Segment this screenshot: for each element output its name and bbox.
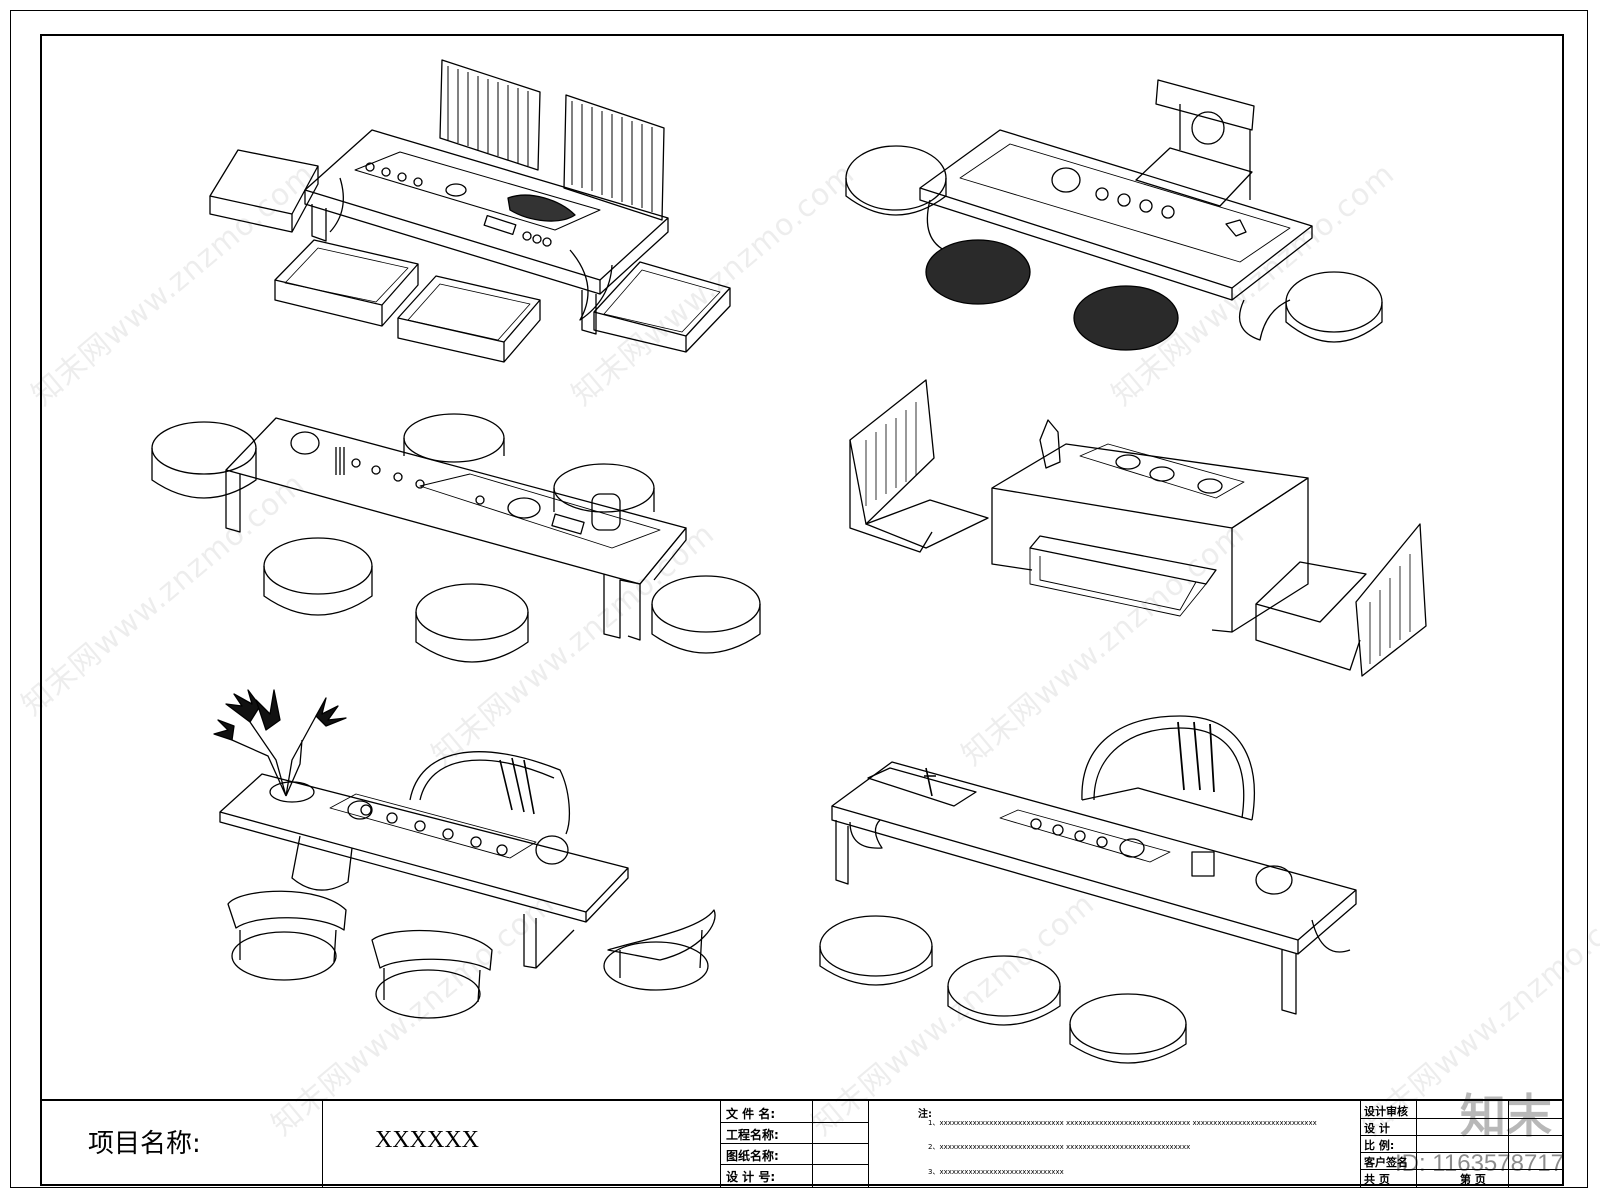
- divider: [1360, 1169, 1564, 1170]
- floor-cushion-2: [947, 955, 1061, 1026]
- tea-set-3: [151, 413, 761, 663]
- field-scale: 比 例:: [1364, 1139, 1395, 1152]
- horseshoe-chair-back: [409, 751, 570, 835]
- field-designer: 设 计: [1364, 1122, 1390, 1135]
- project-name-value: XXXXXX: [375, 1127, 479, 1153]
- outer-border: [10, 10, 1588, 1188]
- divider: [720, 1143, 868, 1144]
- floor-cushion-1: [819, 915, 933, 986]
- ottoman-5: [415, 583, 529, 663]
- divider: [720, 1122, 868, 1123]
- chair-back-left: [439, 59, 541, 171]
- divider: [1416, 1101, 1417, 1188]
- tea-set-4: [849, 379, 1427, 677]
- field-project-title: 工程名称:: [726, 1128, 779, 1142]
- divider: [720, 1101, 721, 1188]
- cushion-light-2: [1285, 271, 1383, 343]
- armchair-back: [1081, 715, 1255, 821]
- divider: [1360, 1152, 1564, 1153]
- field-client-signature: 客户签名: [1364, 1156, 1408, 1169]
- project-name-label: 项目名称:: [88, 1129, 201, 1159]
- tea-set-5: [213, 689, 716, 1019]
- divider: [1360, 1135, 1564, 1136]
- lounge-chair-right: [1255, 523, 1427, 677]
- title-block: 项目名称: XXXXXX 文 件 名: 工程名称: 图纸名称: 设 计 号: 注…: [40, 1099, 1564, 1188]
- tea-set-2: [845, 79, 1383, 351]
- ottoman-6: [651, 575, 761, 654]
- chair-backrest: [1155, 79, 1255, 131]
- note-line-3: 3、xxxxxxxxxxxxxxxxxxxxxxxxxxxxxx: [928, 1168, 1064, 1176]
- field-design-number: 设 计 号:: [726, 1170, 776, 1184]
- note-line-1: 1、xxxxxxxxxxxxxxxxxxxxxxxxxxxxxx xxxxxxx…: [928, 1119, 1317, 1127]
- cushion-light-1: [845, 145, 947, 216]
- round-chair-2: [371, 929, 493, 1019]
- chair-back-right: [563, 94, 665, 221]
- field-page-number: 第 页: [1460, 1173, 1486, 1186]
- field-file-name: 文 件 名:: [726, 1107, 776, 1121]
- tea-set-1: [209, 59, 731, 363]
- field-drawing-name: 图纸名称:: [726, 1149, 779, 1163]
- stool-3: [397, 275, 541, 363]
- divider: [1508, 1101, 1509, 1188]
- stool-4: [593, 261, 731, 353]
- potted-plant: [213, 689, 347, 797]
- round-chair-3: [603, 909, 716, 991]
- field-total-pages: 共 页: [1364, 1173, 1390, 1186]
- round-chair-1: [227, 890, 347, 981]
- stool-2: [274, 239, 419, 327]
- floor-cushion-3: [1069, 993, 1187, 1064]
- ottoman-4: [263, 537, 373, 616]
- divider: [812, 1101, 813, 1188]
- divider: [1360, 1118, 1564, 1119]
- drawing-frame: [40, 34, 1564, 1186]
- stool-1: [209, 149, 319, 233]
- note-line-2: 2、xxxxxxxxxxxxxxxxxxxxxxxxxxxxxx xxxxxxx…: [928, 1143, 1191, 1151]
- cushion-dark-1: [925, 239, 1031, 305]
- image-id-watermark: ID: 1163578717: [1394, 1150, 1564, 1177]
- divider: [322, 1101, 323, 1188]
- cushion-dark-2: [1073, 285, 1179, 351]
- field-design-review: 设计审核: [1364, 1105, 1408, 1118]
- ottoman-2: [403, 413, 505, 463]
- divider: [720, 1164, 868, 1165]
- tea-set-6: [819, 715, 1357, 1064]
- table-top: [991, 443, 1309, 529]
- notes-label: 注:: [918, 1109, 932, 1120]
- ottoman-3: [553, 463, 655, 513]
- ottoman-1: [151, 421, 257, 499]
- divider: [868, 1101, 869, 1188]
- divider: [1360, 1101, 1361, 1188]
- brand-watermark: 知末: [1460, 1089, 1552, 1143]
- lounge-chair-left: [849, 379, 989, 553]
